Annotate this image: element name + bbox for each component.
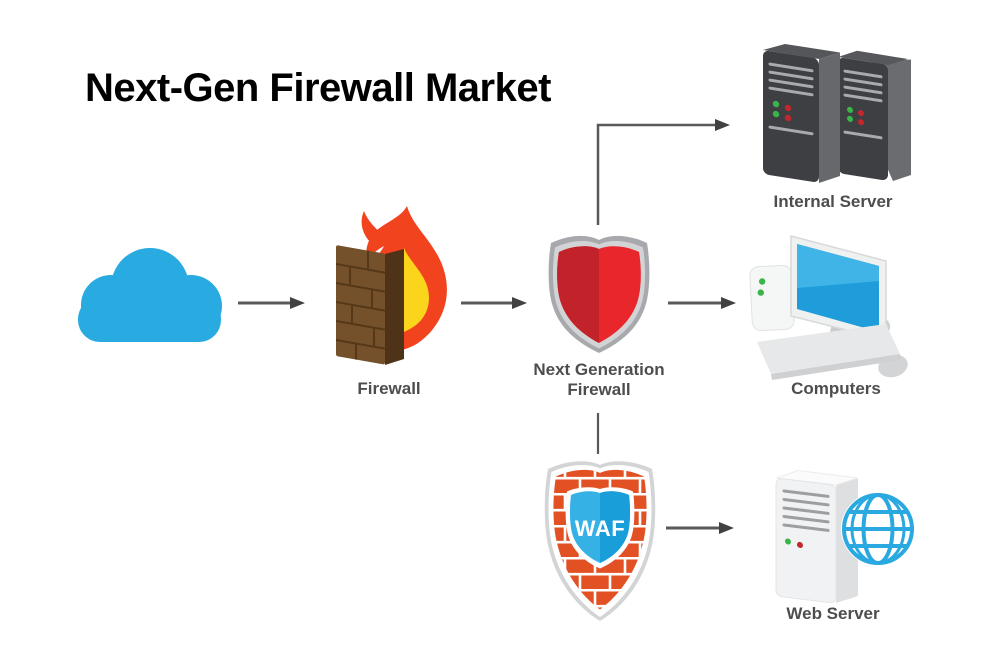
internal-server-icon (763, 44, 911, 183)
brick-wall-icon (336, 245, 404, 365)
arrow-ngfw-to-internal-server (596, 119, 730, 225)
ngfw-shield-icon (548, 235, 650, 353)
computers-icon (749, 235, 908, 380)
ngfw-label: Next Generation Firewall (533, 360, 665, 399)
web-server-label: Web Server (786, 604, 880, 623)
web-server-icon (775, 469, 915, 604)
page-title: Next-Gen Firewall Market (85, 66, 551, 110)
globe-icon (841, 492, 915, 566)
firewall-label: Firewall (357, 379, 421, 398)
internal-server-label: Internal Server (773, 192, 893, 211)
waf-badge-text: WAF (575, 516, 625, 541)
keyboard-icon (757, 324, 901, 380)
pc-tower-icon (749, 264, 795, 332)
cloud-icon (78, 248, 222, 342)
waf-shield-icon: WAF (544, 461, 656, 621)
computers-label: Computers (791, 379, 881, 398)
firewall-icon (336, 206, 447, 365)
